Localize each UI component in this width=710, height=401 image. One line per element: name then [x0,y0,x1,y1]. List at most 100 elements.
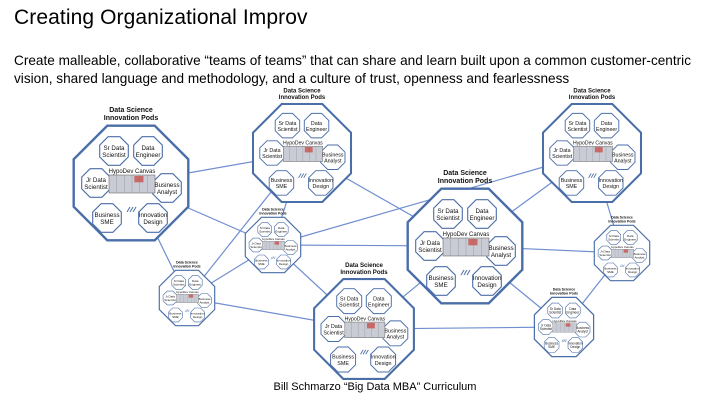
collaboration-stroke [463,269,468,276]
role-octagon-sme [603,262,618,278]
role-octagon-jr [597,245,613,261]
collaboration-stroke [360,349,364,355]
role-octagon-id [567,337,584,353]
role-octagon-jr [162,290,178,306]
role-octagon-jr [415,231,445,261]
role-octagon-sr [547,302,563,319]
hypodev-canvas-label: HypoDev Canvas [553,319,577,323]
collaboration-stroke [621,264,624,268]
role-octagon-id [625,262,640,278]
role-octagon-de [365,288,392,315]
slide-footer: Bill Schmarzo “Big Data MBA” Curriculum [273,381,477,393]
role-octagon-sr [99,136,129,166]
collaboration-stroke [129,206,134,213]
collaboration-stroke [466,269,471,276]
role-octagon-jr [259,140,285,166]
hypodev-canvas-label: HypoDev Canvas [443,232,490,238]
hypodev-canvas-highlight [468,239,478,246]
collaboration-stroke [273,256,276,260]
hypodev-canvas-highlight [594,147,603,153]
hypodev-canvas-highlight [274,241,280,245]
hypodev-canvas-highlight [565,323,571,327]
role-octagon-id [276,254,291,270]
collaboration-stroke [564,339,567,343]
role-octagon-sr [606,230,622,245]
collaboration-stroke [187,309,190,313]
role-octagon-sr [564,112,591,139]
role-octagon-sme [268,170,295,196]
role-octagon-de [593,112,620,139]
collaboration-stroke [132,206,137,213]
role-octagon-jr [538,319,554,335]
role-octagon-sme [168,307,183,323]
role-octagon-id [472,266,502,296]
collaboration-stroke [272,256,275,260]
hypodev-canvas-highlight [304,147,313,153]
role-octagon-id [598,170,624,196]
collaboration-stroke [563,339,566,343]
collaboration-stroke [300,173,305,179]
hypodev-canvas-label: HypoDev Canvas [573,140,613,146]
role-octagon-de [188,275,203,290]
slide-subtitle: Create malleable, collaborative “teams o… [14,53,691,86]
role-octagon-id [190,307,205,323]
role-octagon-de [303,112,330,139]
collaboration-stroke [622,264,625,268]
collaboration-stroke [298,173,302,179]
collaboration-stroke [460,269,465,276]
role-octagon-jr [320,316,347,342]
role-octagon-sme [330,346,357,373]
collaboration-stroke [186,309,189,313]
hypodev-canvas-highlight [188,294,194,298]
role-octagon-sme [92,203,122,233]
collaboration-stroke [561,339,564,343]
slide-title: Creating Organizational Improv [14,6,308,29]
hypodev-canvas-label: HypoDev Canvas [283,140,323,146]
role-octagon-id [370,346,397,373]
hypodev-canvas-highlight [623,249,629,253]
collaboration-stroke [270,256,273,260]
hypodev-canvas-label: HypoDev Canvas [176,290,199,294]
